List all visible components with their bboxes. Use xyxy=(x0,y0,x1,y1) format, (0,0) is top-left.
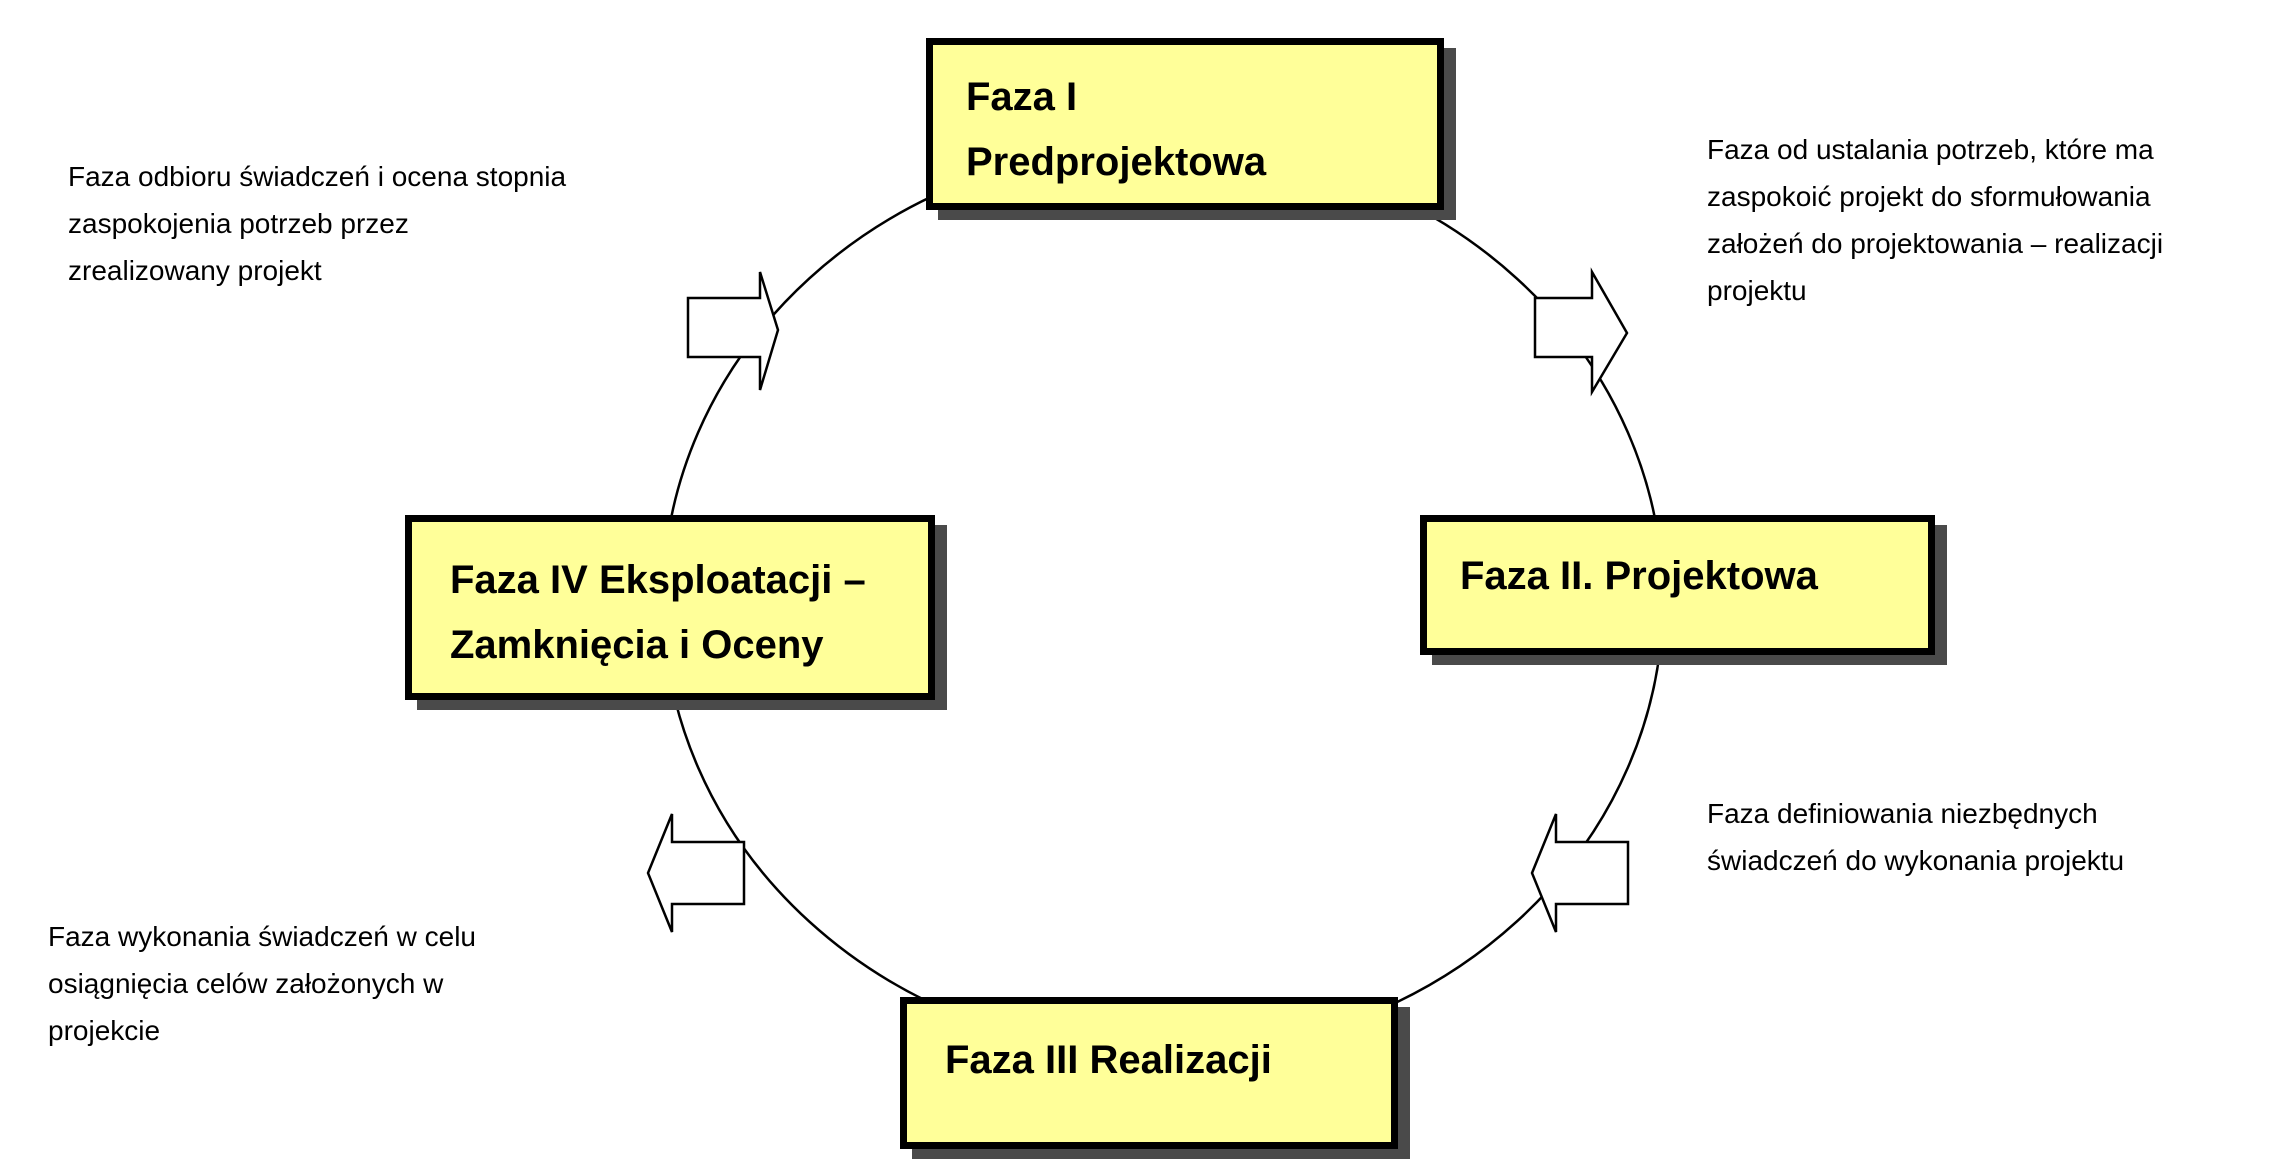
arrow-left-icon xyxy=(646,813,746,933)
description-phase-2: Faza definiowania niezbędnych świadczeń … xyxy=(1707,798,2125,876)
phase-box-eksploatacji: Faza IV Eksploatacji – Zamknięcia i Ocen… xyxy=(405,515,935,700)
description-phase-4: Faza odbioru świadczeń i ocena stopnia z… xyxy=(68,161,567,286)
arrow-right-icon xyxy=(686,271,780,391)
phase-box-projektowa: Faza II. Projektowa xyxy=(1420,515,1935,655)
arrow-right-icon xyxy=(1533,267,1629,397)
phase-box-predprojektowa: Faza I Predprojektowa xyxy=(926,38,1444,210)
description-phase-3: Faza wykonania świadczeń w celu osiągnię… xyxy=(48,921,476,1046)
description-phase-1: Faza od ustalania potrzeb, które ma zasp… xyxy=(1707,134,2164,306)
arrow-left-icon xyxy=(1530,813,1630,933)
phase-box-realizacji: Faza III Realizacji xyxy=(900,997,1398,1149)
